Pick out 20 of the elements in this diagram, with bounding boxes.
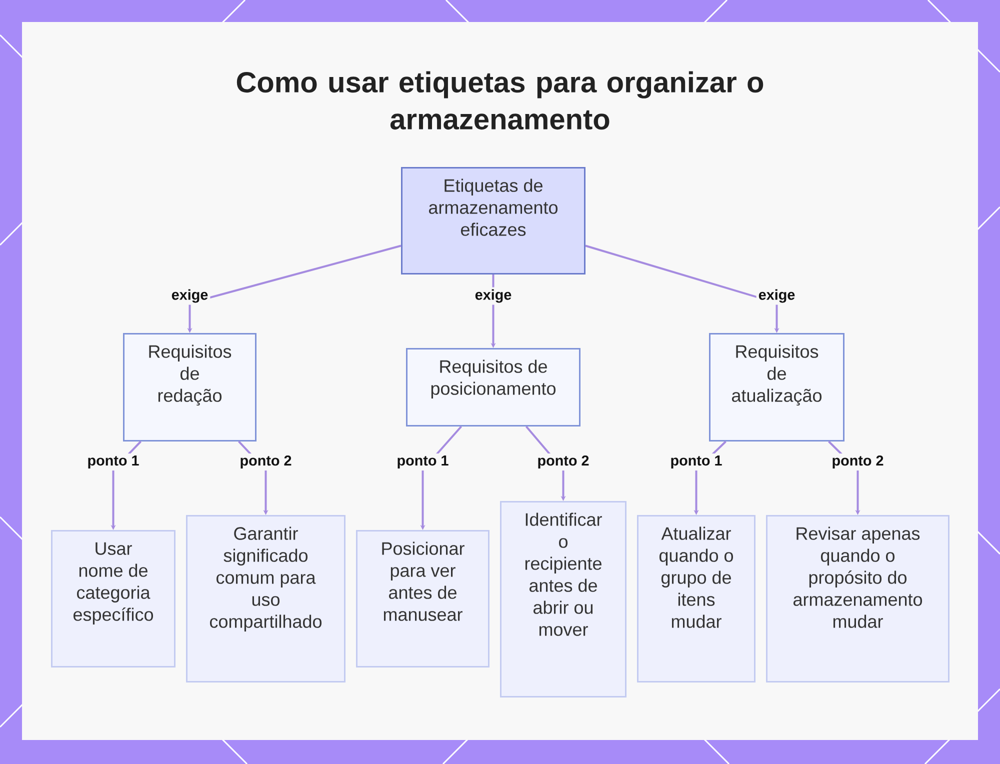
detail-box: Usar nome de categoria específico (51, 530, 176, 668)
edge-label: exige (756, 287, 798, 305)
edge-label: exige (169, 287, 210, 305)
category-box: Requisitos de posicionamento (406, 348, 580, 426)
edge-label: exige (472, 287, 514, 305)
edge-label: ponto 1 (85, 454, 142, 470)
detail-box: Posicionar para ver antes de manusear (356, 530, 490, 668)
detail-box: Identificar o recipiente antes de abrir ou mover (500, 501, 626, 698)
edge-label: ponto 2 (238, 453, 294, 471)
detail-box: Atualizar quando o grupo de itens mudar (637, 515, 756, 682)
edge-label: ponto 2 (830, 453, 886, 471)
edge-label: ponto 1 (668, 454, 724, 470)
category-box: Requisitos de atualização (709, 333, 844, 442)
detail-box: Revisar apenas quando o propósito do armazenamento mudar (766, 515, 950, 682)
edge-label: ponto 1 (394, 454, 451, 470)
topic-box: Etiquetas de armazenamento eficazes (401, 167, 586, 274)
category-box: Requisitos de redação (123, 333, 256, 442)
edge-label: ponto 2 (535, 453, 592, 471)
title: Como usar etiquetas para organizar o armazenamento (236, 71, 764, 130)
detail-box: Garantir significado comum para uso compartilhado (186, 515, 346, 682)
